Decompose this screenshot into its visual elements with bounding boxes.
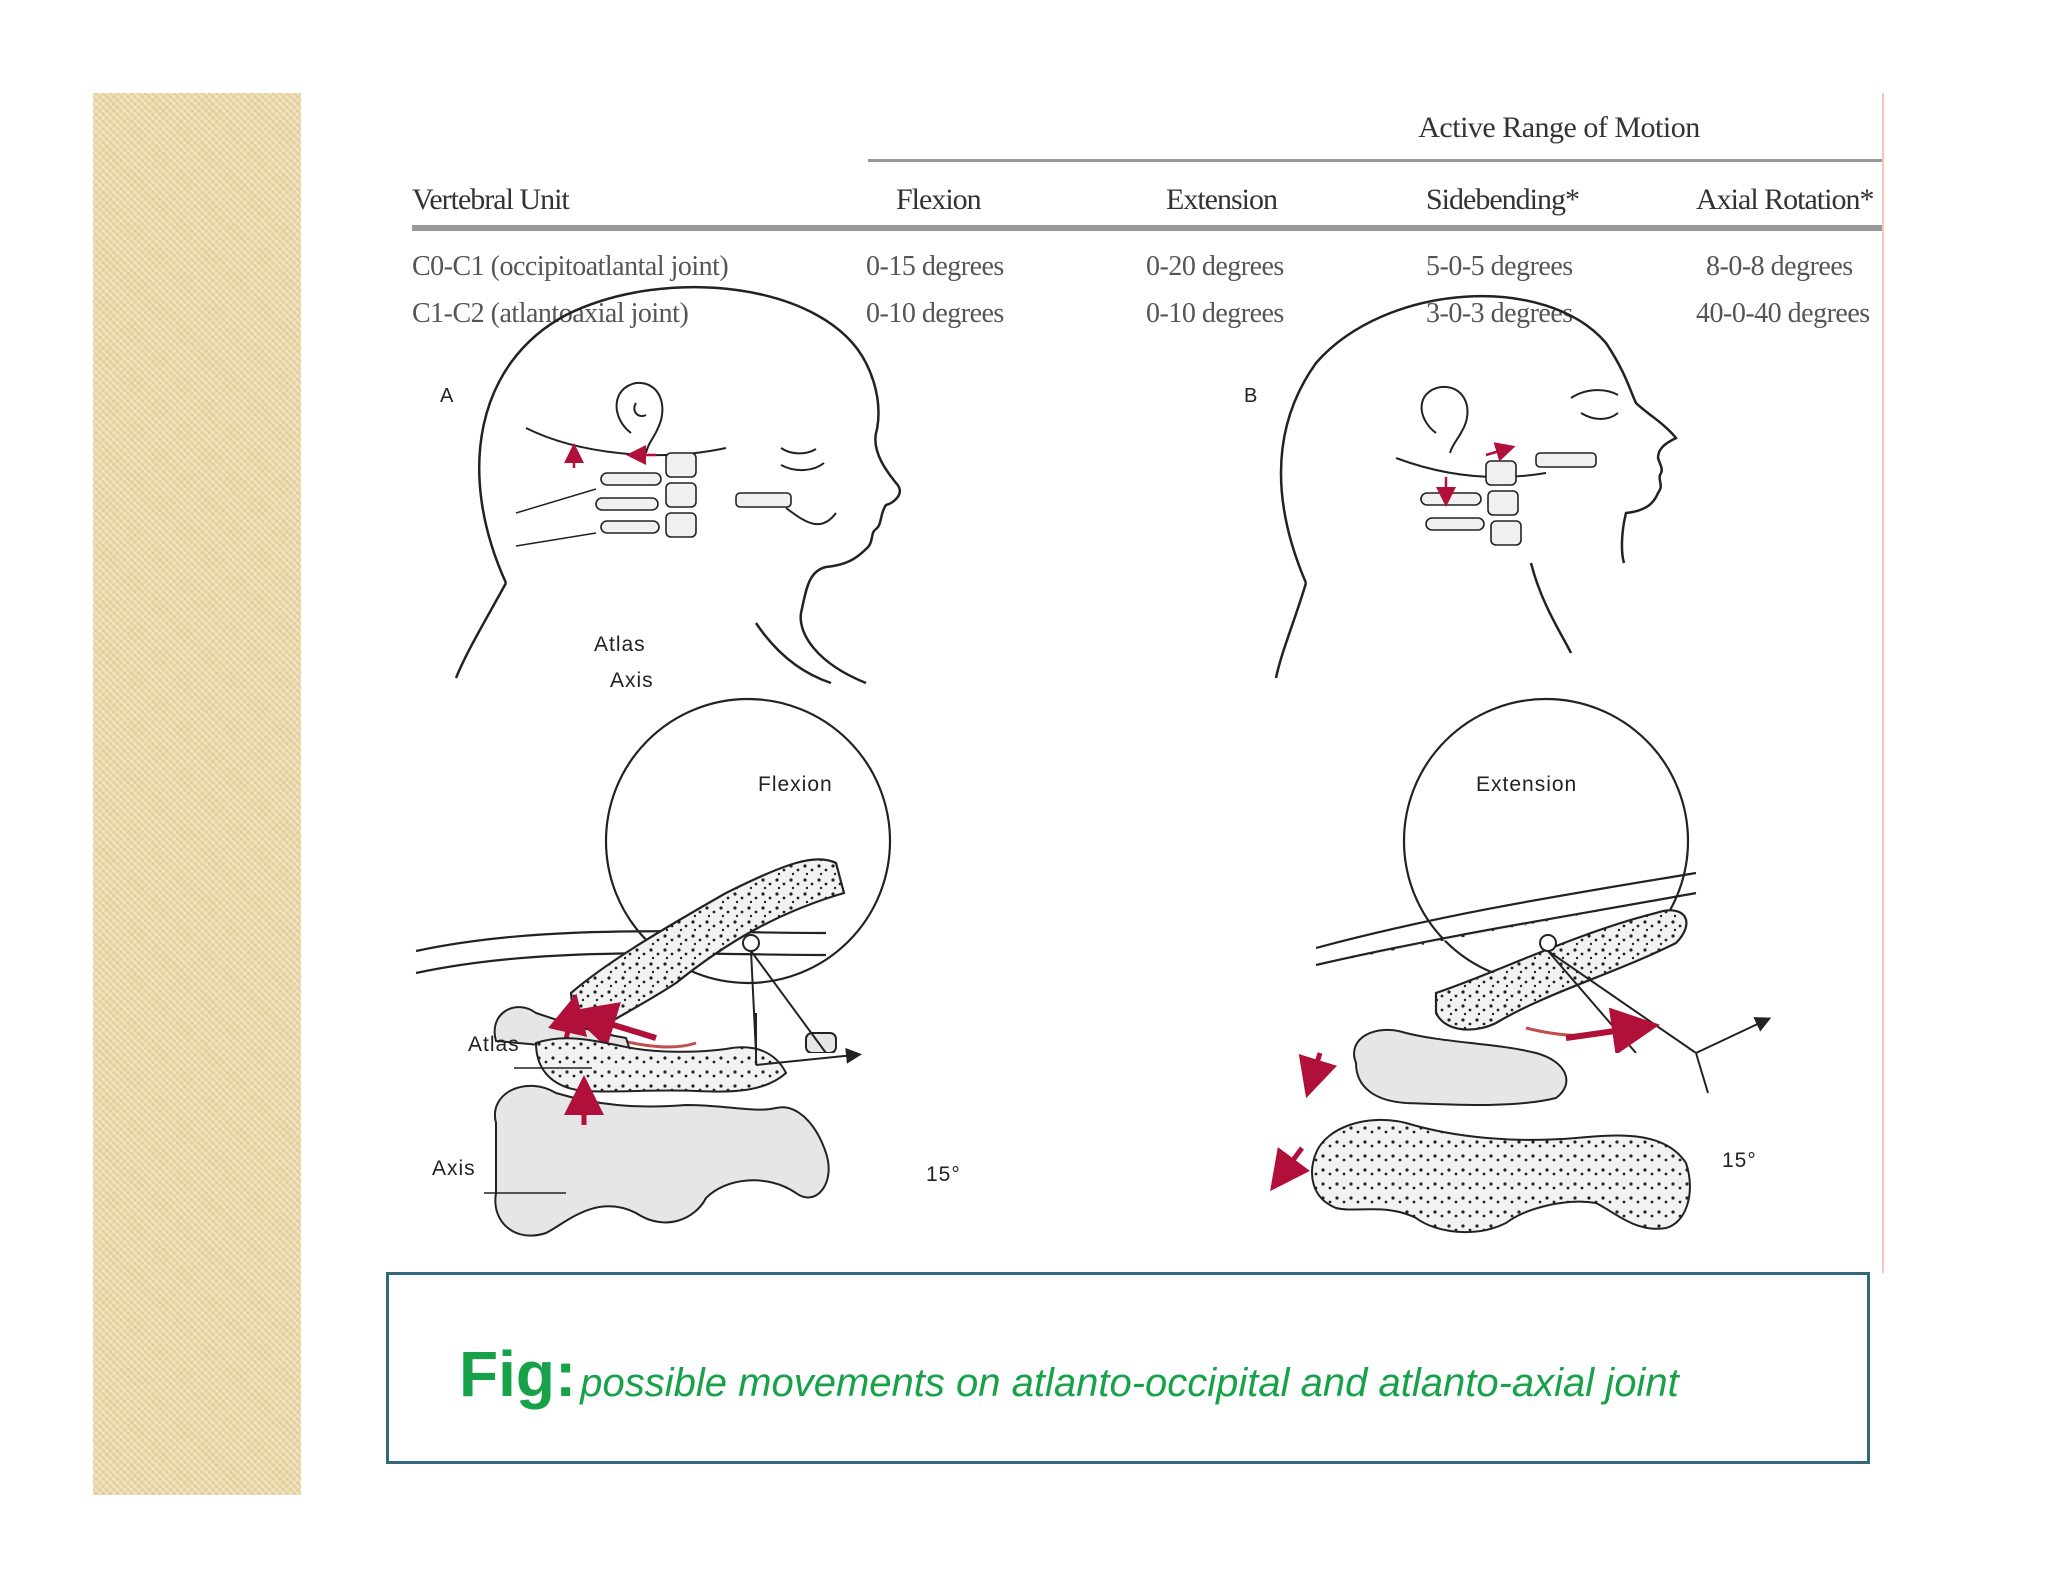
neck-illustration [415,285,1697,1053]
inset-atlas-label: Atlas [468,1033,520,1056]
figure-caption: Fig: possible movements on atlanto-occip… [459,1337,1679,1411]
col-header-axial-rotation: Axial Rotation* [1696,183,1874,216]
table-super-header: Active Range of Motion [1418,111,1700,144]
extension-ear [1420,385,1469,454]
table-cell: 0-20 degrees [1146,251,1284,282]
extension-angle-line [1695,1052,1709,1094]
flexion-label: Flexion [758,773,833,796]
extension-drop-arrow [1298,1052,1337,1099]
atlas-label: Atlas [594,633,646,656]
table-cell: 0-10 degrees [1146,298,1284,329]
extension-cervical-spine [1395,452,1597,546]
extension-label: Extension [1476,773,1578,796]
flexion-ear [615,381,664,454]
flexion-face-features [780,447,825,471]
extension-lower-vertebrae [1311,1028,1691,1234]
table-header-rule [412,225,1882,231]
caption-box: Fig: possible movements on atlanto-occip… [386,1272,1870,1464]
neck-illustration-lower [484,1013,1772,1237]
panel-letter-b: B [1244,385,1258,407]
flexion-angle-arc [755,1047,862,1066]
caption-prefix: Fig: [459,1338,577,1410]
col-header-flexion: Flexion [896,183,982,216]
table-divider [868,159,1882,162]
table-cell: C0-C1 (occipitoatlantal joint) [412,251,729,282]
caption-text: possible movements on atlanto-occipital … [580,1361,1679,1405]
decorative-sidebar [93,93,301,1495]
extension-arrow-small [1485,442,1516,462]
extension-angle-label: 15° [1722,1149,1757,1172]
axis-leader-line [515,532,597,547]
flexion-head-outline [454,285,902,685]
axis-label: Axis [610,669,654,692]
flexion-glide-arrow [568,1002,657,1048]
figure-panel: Active Range of Motion Vertebral Unit Fl… [396,93,1884,1273]
atlas-leader-line [515,488,597,514]
extension-pivot [1539,934,1557,952]
extension-drop-arrow [1270,1146,1310,1192]
extension-glide-arrow [1565,1007,1660,1053]
extension-head-outline [1274,295,1678,679]
table-cell: 0-15 degrees [866,251,1004,282]
inset-axis-label: Axis [432,1157,476,1180]
flexion-angle-line [750,950,827,1053]
table-cell: 3-0-3 degrees [1426,298,1573,329]
axis-vertebra [493,1037,830,1237]
extension-angle-arc [1695,1017,1772,1054]
table-cell: 40-0-40 degrees [1696,298,1870,329]
col-header-vertebral-unit: Vertebral Unit [412,183,570,216]
col-header-sidebending: Sidebending* [1426,183,1580,216]
table-cell: 0-10 degrees [866,298,1004,329]
panel-letter-a: A [440,385,454,407]
flexion-cervical-spine [525,427,837,538]
flexion-angle-label: 15° [926,1163,961,1186]
extension-angle-line [1547,950,1697,1053]
flexion-inset [415,697,892,1049]
table-cell: 8-0-8 degrees [1706,251,1853,282]
table-cell: 5-0-5 degrees [1426,251,1573,282]
col-header-extension: Extension [1166,183,1278,216]
extension-face-features [1570,389,1619,420]
extension-inset [1315,697,1697,1037]
